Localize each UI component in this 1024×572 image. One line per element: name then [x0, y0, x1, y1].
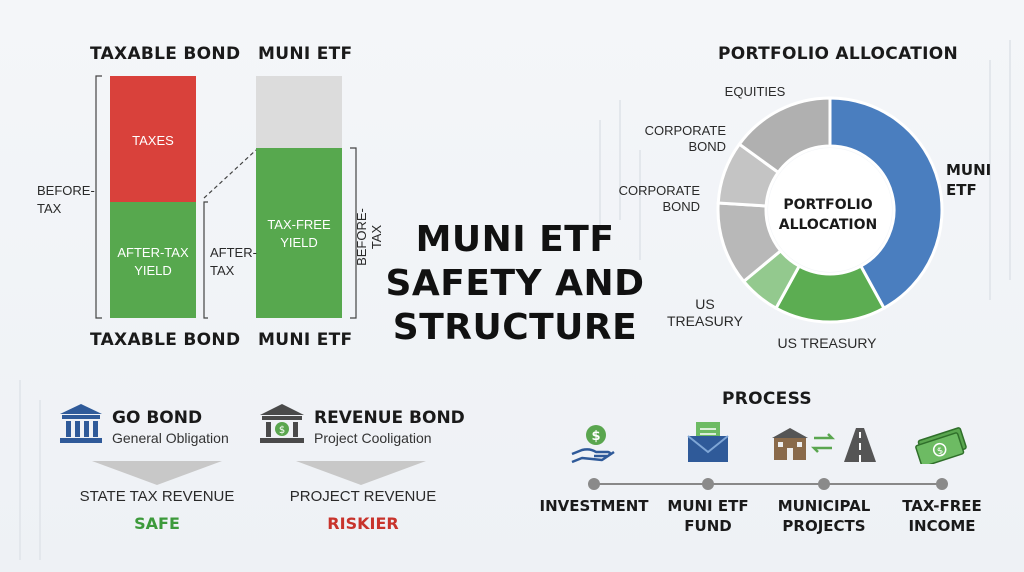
after-tax-yield-segment	[110, 202, 196, 318]
revenue-bond-subtitle: Project Cooligation	[314, 430, 432, 446]
donut-slice-equities	[737, 96, 832, 175]
us-treasury-label-1: US TREASURY	[667, 296, 743, 329]
step-investment-label: INVESTMENT	[539, 497, 649, 515]
go-bond-title: GO BOND	[112, 408, 203, 428]
donut-slice-muni-etf	[828, 96, 944, 311]
taxes-label: TAXES	[132, 133, 174, 148]
bar-comparison-graphic	[95, 75, 357, 319]
portfolio-donut-chart	[716, 96, 944, 324]
equities-label: EQUITIES	[724, 84, 786, 99]
taxes-segment	[110, 76, 196, 202]
muni-gap-segment	[256, 76, 342, 148]
step-tax-free-income-label: TAX-FREE INCOME	[902, 497, 982, 535]
revenue-bond-source: PROJECT REVENUE	[289, 488, 437, 505]
corporate-bond-label-2: CORPORATE BOND	[618, 183, 700, 214]
go-bond-rating: SAFE	[134, 514, 180, 533]
cash-icon: $	[915, 427, 967, 464]
school-road-icon	[772, 428, 876, 462]
process-timeline	[588, 478, 948, 490]
go-bond-subtitle: General Obligation	[112, 430, 229, 446]
step-node	[936, 478, 948, 490]
donut-center-label: PORTFOLIO ALLOCATION	[778, 197, 878, 233]
portfolio-title: PORTFOLIO ALLOCATION	[718, 44, 959, 64]
corporate-bond-label-1: CORPORATE BOND	[644, 123, 726, 154]
main-title: MUNI ETF SAFETY AND STRUCTURE	[385, 219, 645, 348]
go-bond-source: STATE TAX REVENUE	[79, 488, 235, 505]
after-tax-yield-label: AFTER-TAX YIELD	[117, 245, 189, 278]
step-node	[588, 478, 600, 490]
after-tax-side-label: AFTER- TAX	[210, 245, 257, 278]
envelope-document-icon	[687, 422, 729, 462]
step-muni-etf-fund-label: MUNI ETF FUND	[667, 497, 749, 535]
bank-building-icon	[60, 404, 102, 443]
svg-text:$: $	[936, 446, 945, 457]
revenue-bond-funnel	[296, 461, 426, 485]
funnel-arrows	[92, 461, 426, 485]
before-tax-left-label: BEFORE- TAX	[37, 183, 95, 216]
muni-etf-top-label: MUNI ETF	[258, 44, 353, 64]
money-hand-icon: $	[571, 425, 615, 464]
revenue-bond-rating: RISKIER	[327, 514, 399, 533]
us-treasury-label-2: US TREASURY	[777, 335, 877, 351]
donut-hole	[768, 148, 892, 272]
taxable-bond-bottom-label: TAXABLE BOND	[90, 330, 241, 350]
tax-free-yield-label: TAX-FREE YIELD	[267, 217, 331, 250]
taxable-bond-top-label: TAXABLE BOND	[90, 44, 241, 64]
step-municipal-projects-label: MUNICIPAL PROJECTS	[777, 497, 871, 535]
svg-text:$: $	[279, 425, 285, 436]
process-title: PROCESS	[722, 389, 812, 409]
step-node	[702, 478, 714, 490]
step-node	[818, 478, 830, 490]
project-building-icon: $	[260, 404, 304, 443]
muni-etf-pie-label: MUNI ETF	[946, 161, 992, 199]
tax-free-yield-segment	[256, 148, 342, 318]
svg-text:$: $	[591, 429, 600, 444]
revenue-bond-title: REVENUE BOND	[314, 408, 465, 428]
muni-etf-bottom-label: MUNI ETF	[258, 330, 353, 350]
go-bond-funnel	[92, 461, 222, 485]
